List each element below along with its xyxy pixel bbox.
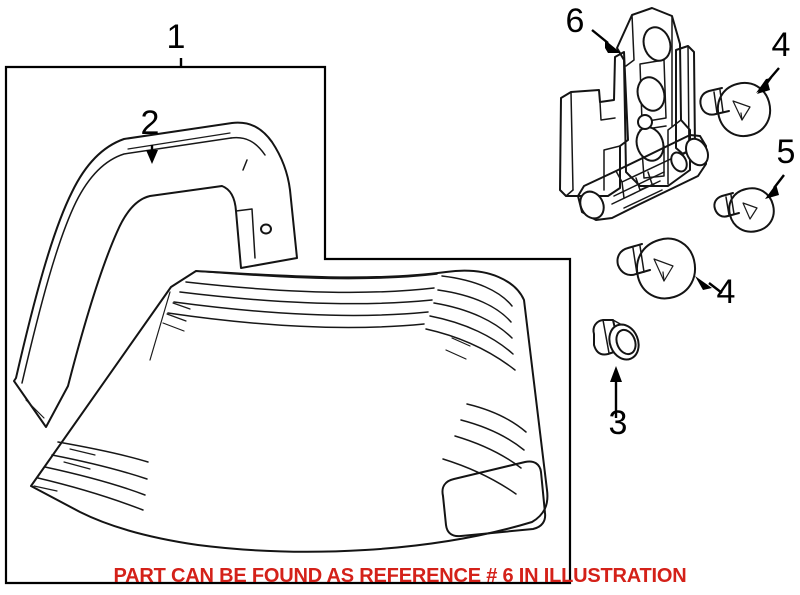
callout-leader-3 xyxy=(610,366,622,418)
callout-number-4-upper: 4 xyxy=(772,26,791,64)
base-boss-mid xyxy=(670,151,688,173)
bulb-carrier-part xyxy=(559,7,710,221)
base-boss-left xyxy=(579,190,605,220)
socket-boss-top xyxy=(642,26,672,62)
grommet-part xyxy=(592,319,640,361)
callout-number-2: 2 xyxy=(141,104,160,142)
bulb-small xyxy=(713,187,775,233)
bulb-large-upper xyxy=(699,82,771,137)
callout-leader-5 xyxy=(765,174,785,199)
callout-leader-4-upper xyxy=(756,67,780,94)
callout-leader-4-lower xyxy=(695,276,723,294)
socket-boss-middle xyxy=(636,76,666,112)
socket-boss-small xyxy=(637,114,653,130)
assembly-boundary-box xyxy=(4,65,572,585)
callout-number-5: 5 xyxy=(777,133,796,171)
gasket-mounting-hole xyxy=(260,223,272,235)
gasket-seal-part xyxy=(13,121,298,428)
reference-note: PART CAN BE FOUND AS REFERENCE # 6 IN IL… xyxy=(113,565,687,587)
base-boss-right xyxy=(684,137,710,167)
callout-leader-2 xyxy=(146,145,158,164)
callout-number-4-lower: 4 xyxy=(717,273,736,311)
callout-number-6: 6 xyxy=(566,2,585,40)
bulb-large-lower xyxy=(616,237,696,300)
grommet-bore xyxy=(615,328,637,356)
callout-number-1: 1 xyxy=(167,18,186,56)
tail-lamp-lens xyxy=(30,269,549,553)
reverse-lamp-window xyxy=(441,460,547,538)
socket-boss-lower xyxy=(635,126,665,162)
callout-leader-6 xyxy=(591,29,621,53)
callout-number-3: 3 xyxy=(609,404,628,442)
